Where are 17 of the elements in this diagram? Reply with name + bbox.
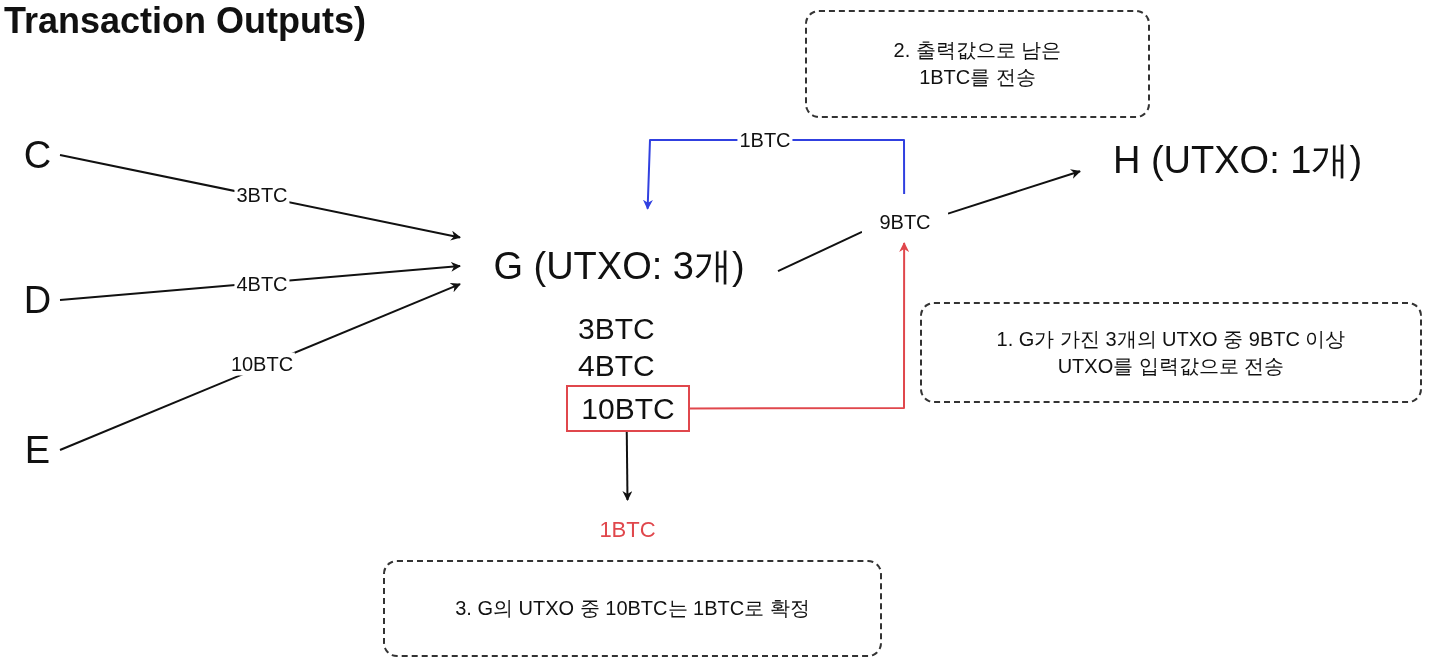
note-box: 2. 출력값으로 남은 1BTC를 전송	[805, 10, 1150, 118]
value-label: 1BTC	[585, 515, 670, 545]
arrow	[947, 169, 1081, 215]
value-label: 3BTC	[578, 312, 655, 346]
node-label: H (UTXO: 1개)	[1080, 132, 1395, 188]
arrow	[689, 242, 910, 410]
node-label: D	[15, 275, 60, 325]
connector-line	[777, 230, 863, 273]
title: Transaction Outputs)	[4, 0, 367, 42]
value-box: 10BTC	[566, 385, 690, 432]
value-label: 4BTC	[578, 349, 655, 383]
arrow	[622, 431, 633, 501]
node-label: C	[15, 130, 60, 180]
node-label: G (UTXO: 3개)	[460, 240, 778, 292]
node-label: E	[15, 425, 60, 475]
note-box: 1. G가 가진 3개의 UTXO 중 9BTC 이상 UTXO를 입력값으로 전송	[920, 302, 1422, 403]
note-box: 3. G의 UTXO 중 10BTC는 1BTC로 확정	[383, 560, 882, 657]
